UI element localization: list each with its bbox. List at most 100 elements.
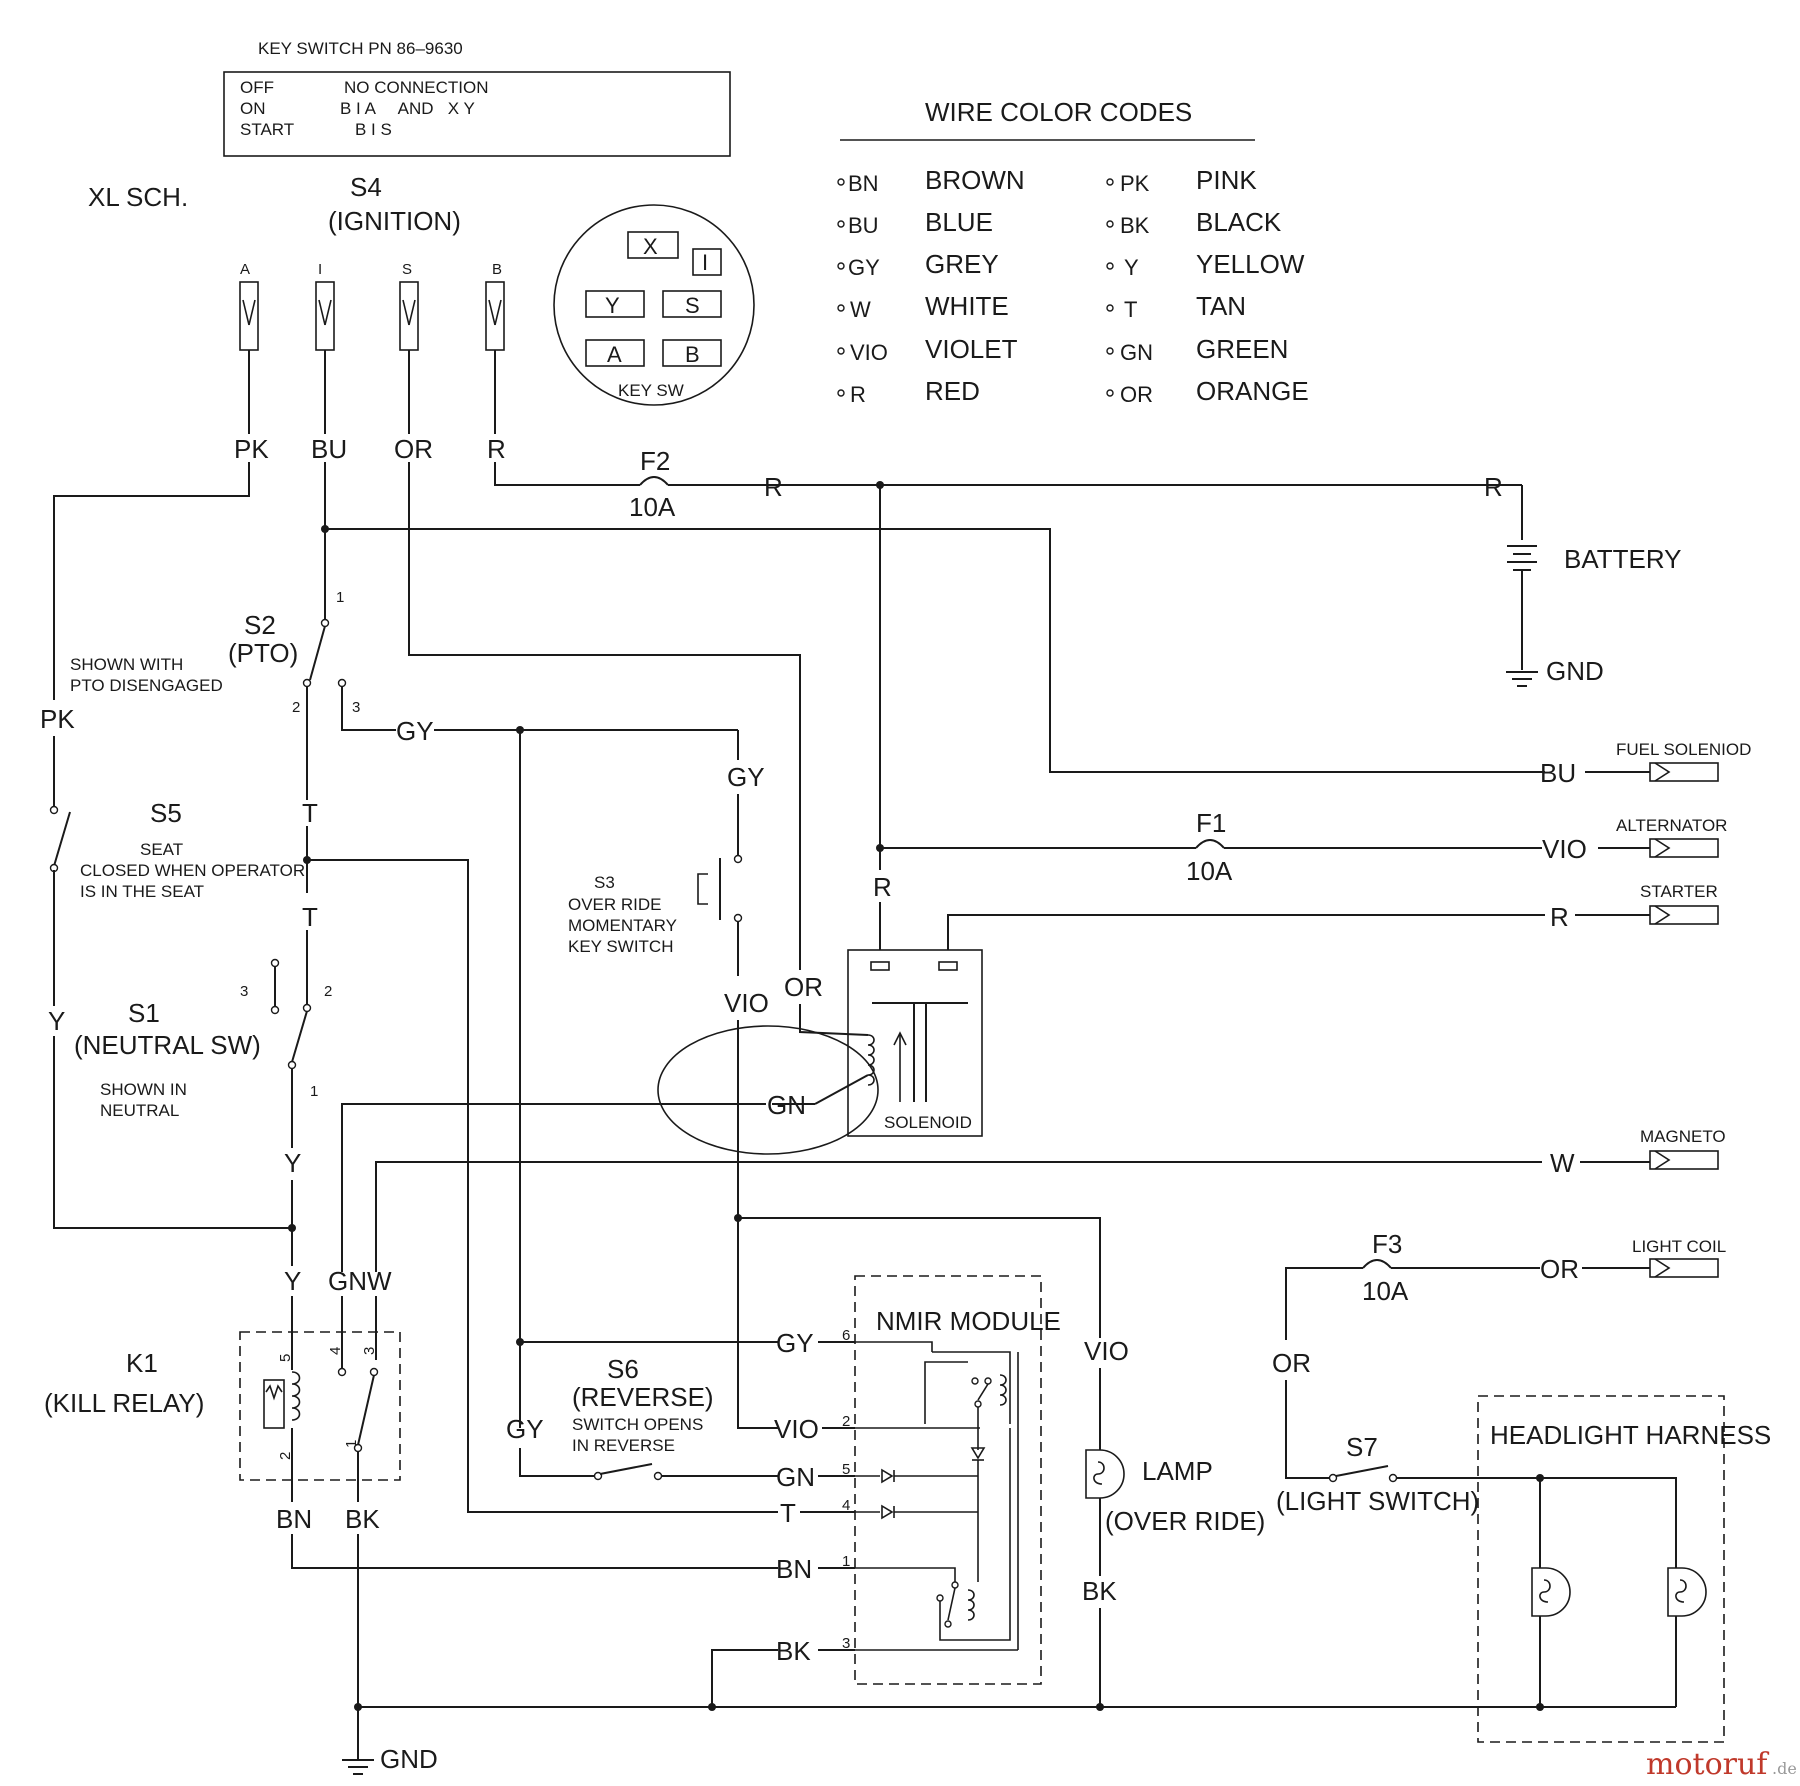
- svg-text:A: A: [607, 342, 622, 367]
- svg-text:GREY: GREY: [925, 249, 999, 279]
- svg-text:GREEN: GREEN: [1196, 334, 1288, 364]
- wire-label-bu-fuel: BU: [1540, 758, 1576, 788]
- wire-label-bn-relay: BN: [276, 1504, 312, 1534]
- wire-label-gy-s3: GY: [727, 762, 765, 792]
- switch-s6: [593, 1463, 663, 1481]
- svg-text:I: I: [318, 261, 322, 278]
- svg-text:B: B: [685, 342, 700, 367]
- wire-label-bu-top: BU: [311, 434, 347, 464]
- switch-s5: [49, 805, 71, 873]
- s6-note1: SWITCH OPENS: [572, 1415, 703, 1434]
- key-switch-pn: KEY SWITCH PN 86–9630: [258, 39, 463, 58]
- wire-label-or-light: OR: [1272, 1348, 1311, 1378]
- wire-codes-title: WIRE COLOR CODES: [925, 97, 1192, 127]
- svg-text:YELLOW: YELLOW: [1196, 249, 1305, 279]
- fuel-solenoid-connector: FUEL SOLENIOD: [1616, 740, 1751, 782]
- wire-label-gnw: GNW: [328, 1266, 392, 1296]
- svg-text:BN: BN: [848, 171, 879, 196]
- s2-t2: 2: [292, 699, 300, 716]
- key-pos-on: ON: [240, 99, 266, 118]
- svg-text:I: I: [702, 250, 708, 275]
- svg-text:ALTERNATOR: ALTERNATOR: [1616, 816, 1727, 835]
- battery-label: BATTERY: [1564, 544, 1682, 574]
- wire-label-or-top: OR: [394, 434, 433, 464]
- s4-id: S4: [350, 172, 382, 202]
- svg-text:BK: BK: [1120, 213, 1150, 238]
- key-conn-start: B I S: [355, 120, 392, 139]
- wire-label-t-2: T: [302, 902, 318, 932]
- headlight-harness: HEADLIGHT HARNESS: [1477, 1395, 1771, 1743]
- wire-label-y-relay: Y: [284, 1266, 301, 1296]
- s2-note2: PTO DISENGAGED: [70, 676, 223, 695]
- s6-note2: IN REVERSE: [572, 1436, 675, 1455]
- s5-note2: CLOSED WHEN OPERATOR: [80, 861, 305, 880]
- wire-code-entry: Y YELLOW: [1106, 249, 1305, 280]
- svg-text:VIOLET: VIOLET: [925, 334, 1018, 364]
- terminal-connector: [239, 281, 259, 351]
- svg-text:STARTER: STARTER: [1640, 882, 1718, 901]
- battery-symbol: [1507, 545, 1537, 571]
- wire-label-pk-left: PK: [40, 704, 75, 734]
- svg-text:PK: PK: [1120, 171, 1150, 196]
- fuse-f2-id: F2: [640, 446, 670, 476]
- s5-note1: SEAT: [140, 840, 183, 859]
- key-conn-off: NO CONNECTION: [344, 78, 489, 97]
- svg-text:LIGHT COIL: LIGHT COIL: [1632, 1237, 1726, 1256]
- svg-text:4: 4: [842, 1497, 850, 1514]
- s1-id: S1: [128, 998, 160, 1028]
- svg-text:BROWN: BROWN: [925, 165, 1025, 195]
- key-switch-face: X I Y S A B KEY SW: [553, 204, 755, 406]
- module-wire-t: T: [780, 1498, 796, 1528]
- starter-solenoid: SOLENOID: [847, 949, 983, 1137]
- svg-text:B: B: [492, 261, 502, 278]
- ignition-terminals: A I S B: [239, 261, 505, 351]
- svg-text:MAGNETO: MAGNETO: [1640, 1127, 1726, 1146]
- module-wire-vio: VIO: [774, 1414, 819, 1444]
- alternator-connector: ALTERNATOR: [1616, 816, 1727, 858]
- fuse-f1: [1195, 839, 1225, 849]
- override-lamp: [1085, 1444, 1125, 1499]
- svg-text:3: 3: [842, 1635, 850, 1652]
- svg-text:X: X: [643, 234, 658, 259]
- wire-label-r-main: R: [764, 472, 783, 502]
- svg-text:2: 2: [324, 983, 332, 1000]
- light-coil-connector: LIGHT COIL: [1632, 1237, 1726, 1278]
- wire-label-r-starter: R: [1550, 902, 1569, 932]
- headlight-bulb-right: [1667, 1567, 1707, 1617]
- svg-text:6: 6: [842, 1327, 850, 1344]
- svg-text:S: S: [402, 261, 412, 278]
- s1-note1: SHOWN IN: [100, 1080, 187, 1099]
- svg-text:PINK: PINK: [1196, 165, 1257, 195]
- key-conn-on: B I A AND X Y: [340, 99, 475, 118]
- s2-t1: 1: [336, 589, 344, 606]
- fuse-f1-rating: 10A: [1186, 856, 1233, 886]
- s1-name: (NEUTRAL SW): [74, 1030, 261, 1060]
- svg-text:Y: Y: [1124, 255, 1139, 280]
- battery-ground-icon: [1506, 671, 1538, 687]
- wire-label-bk-relay: BK: [345, 1504, 380, 1534]
- s4-name: (IGNITION): [328, 206, 461, 236]
- main-ground-icon: [342, 1759, 374, 1775]
- fuse-f3-rating: 10A: [1362, 1276, 1409, 1306]
- terminal-connector: [399, 281, 419, 351]
- key-pos-start: START: [240, 120, 294, 139]
- switch-s7: [1328, 1465, 1398, 1483]
- schematic-title: XL SCH.: [88, 182, 188, 212]
- svg-text:.de: .de: [1772, 1759, 1797, 1778]
- svg-text:A: A: [240, 261, 250, 278]
- svg-text:5: 5: [842, 1461, 850, 1478]
- svg-text:WHITE: WHITE: [925, 291, 1009, 321]
- solenoid-coil-callout: [657, 1025, 879, 1155]
- wire-label-r-top: R: [487, 434, 506, 464]
- s6-id: S6: [607, 1354, 639, 1384]
- wire-label-vio-lamp: VIO: [1084, 1336, 1129, 1366]
- wire-label-y-s1: Y: [284, 1148, 301, 1178]
- nmir-module: NMIR MODULE 6 2 5 4 1 3: [842, 1275, 1061, 1685]
- s6-name: (REVERSE): [572, 1382, 714, 1412]
- svg-text:HEADLIGHT HARNESS: HEADLIGHT HARNESS: [1490, 1420, 1771, 1450]
